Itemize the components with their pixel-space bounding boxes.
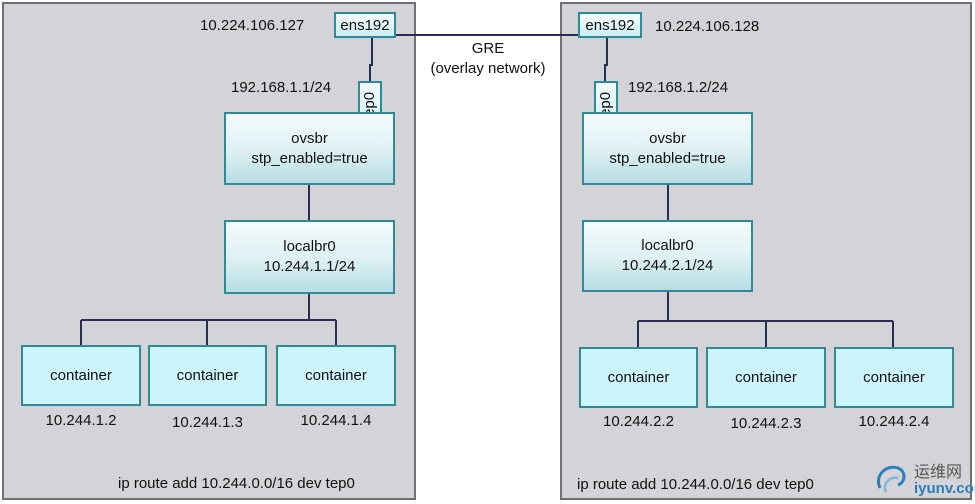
left-ovsbr-option: stp_enabled=true: [251, 149, 368, 167]
right-ovsbr-option: stp_enabled=true: [609, 149, 726, 167]
left-container-3: container: [276, 345, 396, 406]
right-ovsbr-bridge: ovsbr stp_enabled=true: [582, 112, 753, 185]
left-route-command: ip route add 10.244.0.0/16 dev tep0: [118, 475, 355, 492]
left-container-1: container: [21, 345, 141, 406]
left-localbr-name: localbr0: [283, 238, 336, 255]
left-ens-ip: 10.224.106.127: [200, 17, 305, 34]
right-ens192-interface: ens192: [578, 12, 642, 38]
left-container-2-ip: 10.244.1.3: [172, 414, 243, 431]
right-localbr-ip: 10.244.2.1/24: [621, 257, 714, 274]
right-localbr-name: localbr0: [641, 237, 694, 254]
watermark-en: iyunv.com: [914, 480, 975, 497]
watermark: 运维网 iyunv.com: [872, 456, 975, 502]
left-localbr-bridge: localbr0 10.244.1.1/24: [224, 220, 395, 294]
right-route-command: ip route add 10.244.0.0/16 dev tep0: [577, 476, 814, 493]
swirl-logo-icon: [877, 465, 906, 493]
container-label: container: [863, 368, 925, 386]
container-label: container: [176, 366, 239, 384]
left-container-2: container: [148, 345, 267, 406]
container-label: container: [305, 366, 367, 384]
right-container-1-ip: 10.244.2.2: [603, 413, 674, 430]
container-label: container: [50, 366, 112, 384]
right-container-2: container: [706, 347, 826, 408]
right-container-3-ip: 10.244.2.4: [858, 413, 930, 430]
left-ens-tep-line: [369, 37, 373, 82]
right-ens-ip: 10.224.106.128: [655, 18, 760, 35]
gre-subtitle: (overlay network): [430, 60, 546, 77]
right-ens-tep-line: [604, 37, 608, 82]
right-localbr-bridge: localbr0 10.244.2.1/24: [582, 220, 753, 292]
container-label: container: [607, 368, 670, 386]
left-tep-ip: 192.168.1.1/24: [231, 79, 332, 96]
right-container-1: container: [579, 347, 698, 408]
right-container-3: container: [834, 347, 954, 408]
right-ens192-label: ens192: [585, 16, 635, 34]
left-ens192-interface: ens192: [334, 12, 396, 38]
left-container-1-ip: 10.244.1.2: [45, 412, 117, 429]
right-tep-ip: 192.168.1.2/24: [628, 79, 729, 96]
watermark-cn: 运维网: [914, 462, 963, 481]
left-ovsbr-bridge: ovsbr stp_enabled=true: [224, 112, 395, 185]
right-ovsbr-name: ovsbr: [649, 129, 686, 147]
container-label: container: [735, 368, 797, 386]
gre-title: GRE: [471, 40, 505, 57]
left-localbr-ip: 10.244.1.1/24: [263, 258, 356, 275]
left-ens192-label: ens192: [340, 16, 390, 34]
left-ovsbr-name: ovsbr: [291, 129, 328, 147]
right-container-2-ip: 10.244.2.3: [730, 415, 802, 432]
left-container-3-ip: 10.244.1.4: [300, 412, 372, 429]
